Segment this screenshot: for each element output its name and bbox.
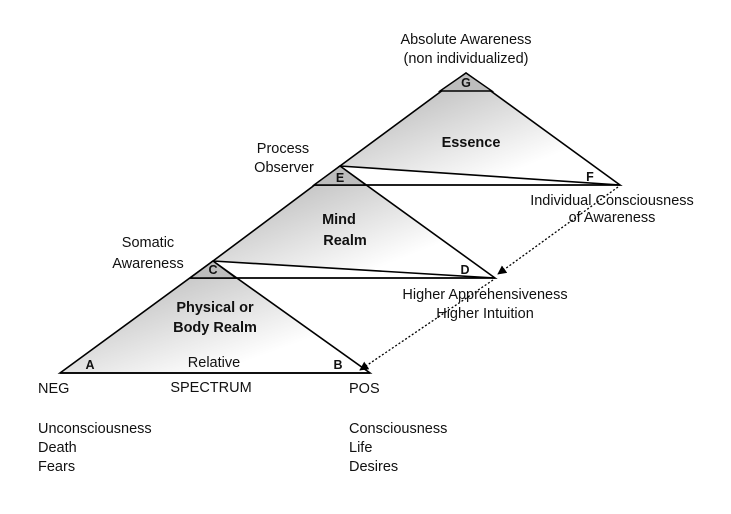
point-a: A [85, 358, 94, 372]
pos-label: POS [349, 381, 380, 397]
neg-list-item: Unconsciousness [38, 421, 152, 437]
neg-list: Unconsciousness Death Fears [38, 421, 152, 475]
physical-realm-label-2: Body Realm [173, 320, 257, 336]
dotted-arrow-f-to-d [497, 186, 619, 275]
individual-consciousness-label-1: Individual Consciousness [530, 193, 694, 209]
mind-realm-label-1: Mind [322, 212, 356, 228]
physical-realm-label-1: Physical or [176, 300, 254, 316]
neg-list-item: Death [38, 440, 77, 456]
somatic-awareness-label-2: Awareness [112, 256, 183, 272]
pos-list-item: Life [349, 440, 372, 456]
mind-realm-triangle [210, 165, 498, 279]
cap-c [187, 260, 239, 279]
cap-e [311, 165, 369, 186]
pos-list-item: Desires [349, 459, 398, 475]
non-individualized-label: (non individualized) [404, 51, 529, 67]
higher-intuition-label: Higher Intuition [436, 306, 534, 322]
neg-label: NEG [38, 381, 69, 397]
process-observer-label-1: Process [257, 141, 309, 157]
essence-label: Essence [442, 135, 501, 151]
cap-g [437, 72, 495, 92]
pos-list-item: Consciousness [349, 421, 447, 437]
somatic-awareness-label-1: Somatic [122, 235, 174, 251]
neg-list-item: Fears [38, 459, 75, 475]
point-g: G [461, 76, 471, 90]
point-d: D [460, 263, 469, 277]
individual-consciousness-label-2: of Awareness [569, 210, 656, 226]
mind-realm-label-2: Realm [323, 233, 367, 249]
point-c: C [208, 263, 217, 277]
point-f: F [586, 170, 594, 184]
spectrum-label: SPECTRUM [170, 380, 251, 396]
absolute-awareness-label: Absolute Awareness [400, 32, 531, 48]
process-observer-label-2: Observer [254, 160, 314, 176]
relative-label: Relative [188, 355, 240, 371]
point-e: E [336, 171, 344, 185]
dotted-arrow-d-to-b [359, 279, 494, 371]
higher-apprehensiveness-label: Higher Apprehensiveness [402, 287, 567, 303]
essence-triangle [337, 72, 623, 186]
point-b: B [333, 358, 342, 372]
pos-list: Consciousness Life Desires [349, 421, 447, 475]
